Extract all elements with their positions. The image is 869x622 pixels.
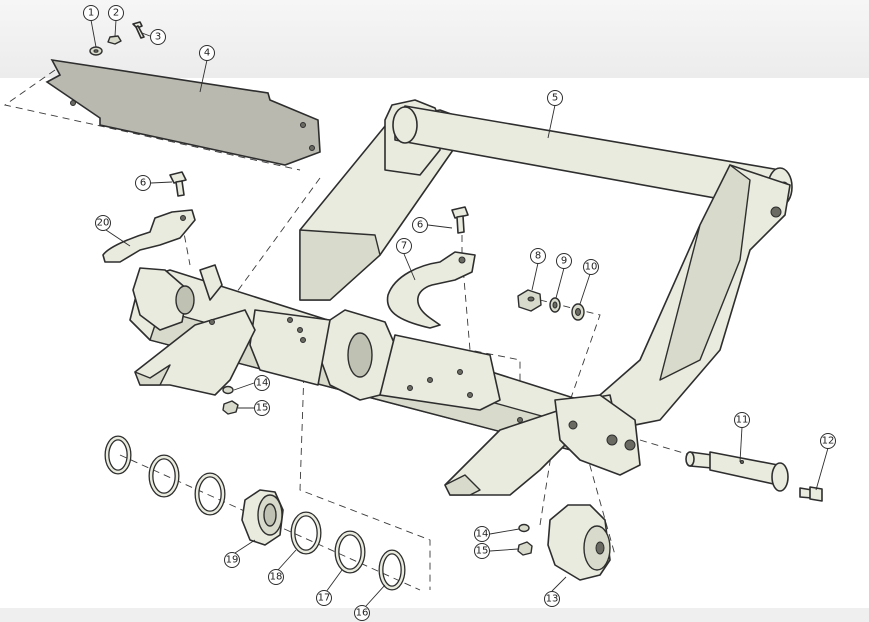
callout-19-label: 19	[226, 555, 239, 566]
part-14-washer-left	[222, 385, 234, 395]
callout-11: 11	[734, 412, 750, 428]
part-11-pin	[685, 451, 789, 492]
callout-17-label: 17	[318, 593, 331, 604]
callout-9-label: 9	[561, 256, 567, 267]
callout-18: 18	[268, 569, 284, 585]
callout-7-label: 7	[401, 241, 407, 252]
callout-20: 20	[95, 215, 111, 231]
callout-10: 10	[583, 259, 599, 275]
part-10-washer	[571, 303, 585, 321]
callout-5-label: 5	[552, 93, 558, 104]
callout-19: 19	[224, 552, 240, 568]
ring-left-1	[148, 454, 180, 498]
callout-18-label: 18	[270, 572, 283, 583]
callout-17: 17	[316, 590, 332, 606]
callout-6a-label: 6	[140, 178, 146, 189]
callout-12: 12	[820, 433, 836, 449]
callout-3: 3	[150, 29, 166, 45]
part-18-ring	[290, 511, 322, 555]
callout-1-label: 1	[88, 8, 94, 19]
part-9-washer	[549, 297, 561, 313]
callout-10-label: 10	[585, 262, 598, 273]
background-band-top	[0, 0, 869, 78]
part-12-bolt	[799, 486, 823, 502]
callout-14b-label: 14	[476, 529, 489, 540]
part-4-cover-plate	[45, 58, 321, 166]
callout-16-label: 16	[356, 608, 369, 619]
callout-5: 5	[547, 90, 563, 106]
part-14-washer-right	[518, 523, 530, 533]
callout-4: 4	[199, 45, 215, 61]
part-2-nut	[107, 35, 122, 45]
part-13-roller	[547, 504, 611, 581]
callout-6a: 6	[135, 175, 151, 191]
callout-14b: 14	[474, 526, 490, 542]
callout-6b-label: 6	[417, 220, 423, 231]
part-17-ring	[334, 530, 366, 574]
callout-15a: 15	[254, 400, 270, 416]
part-1-washer	[89, 46, 103, 56]
leader-lines	[90, 19, 829, 607]
part-8-nut	[517, 289, 542, 312]
part-20-hook	[102, 209, 196, 263]
part-15-nut-right	[517, 541, 533, 556]
part-3-bolt	[132, 21, 145, 39]
callout-4-label: 4	[204, 48, 210, 59]
callout-8-label: 8	[535, 251, 541, 262]
callout-3-label: 3	[155, 32, 161, 43]
callout-15b: 15	[474, 543, 490, 559]
callout-15b-label: 15	[476, 546, 489, 557]
part-7-hook	[386, 251, 476, 329]
part-5-frame	[129, 99, 793, 496]
ring-left-2	[194, 472, 226, 516]
callout-2-label: 2	[113, 8, 119, 19]
callout-2: 2	[108, 5, 124, 21]
callout-8: 8	[530, 248, 546, 264]
background-band-bottom	[0, 608, 869, 622]
callout-16: 16	[354, 605, 370, 621]
callout-9: 9	[556, 253, 572, 269]
callout-11-label: 11	[736, 415, 749, 426]
callout-12-label: 12	[822, 436, 835, 447]
part-19-bearing	[241, 489, 284, 546]
part-6-bolt-center	[451, 206, 469, 234]
callout-20-label: 20	[97, 218, 110, 229]
callout-6b: 6	[412, 217, 428, 233]
part-16-snap-ring	[378, 549, 406, 591]
callout-13: 13	[544, 591, 560, 607]
callout-7: 7	[396, 238, 412, 254]
callout-14a-label: 14	[256, 378, 269, 389]
callout-14a: 14	[254, 375, 270, 391]
callout-13-label: 13	[546, 594, 559, 605]
snap-ring-left	[104, 435, 132, 475]
callout-15a-label: 15	[256, 403, 269, 414]
part-15-nut-left	[222, 400, 239, 415]
part-6-bolt-left	[169, 171, 187, 197]
callout-1: 1	[83, 5, 99, 21]
